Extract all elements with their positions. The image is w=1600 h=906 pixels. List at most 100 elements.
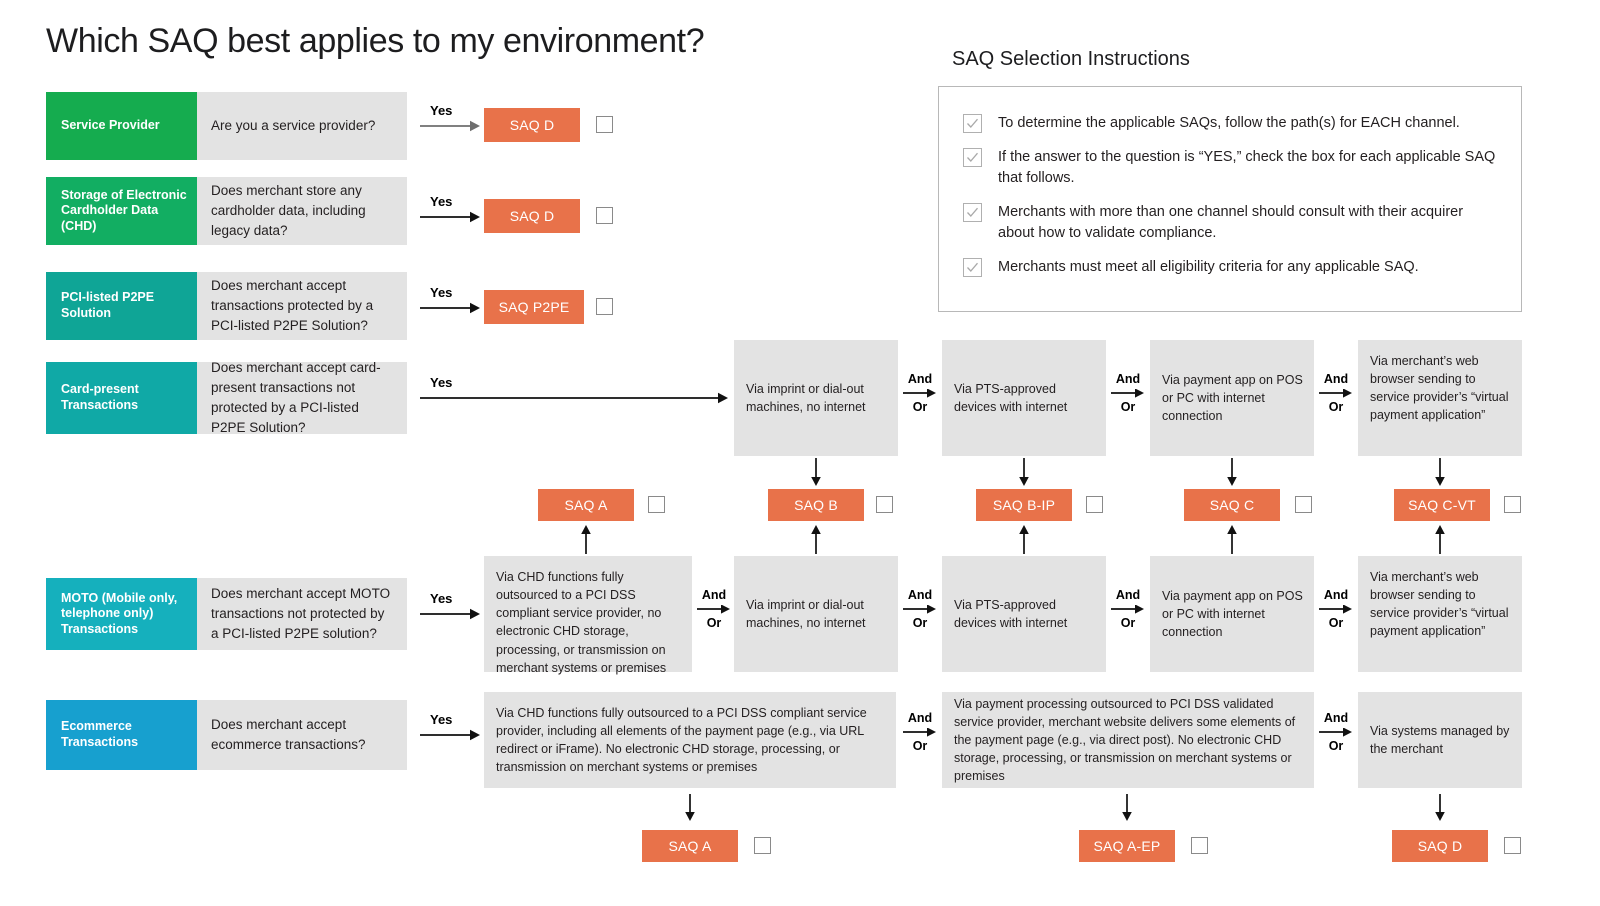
checkmark-icon (963, 203, 982, 223)
arrow-right-icon (1319, 604, 1352, 614)
path-text: Via payment app on POS or PC with intern… (1162, 588, 1303, 640)
channel-tag-label: Card-present Transactions (61, 382, 139, 412)
or-label: Or (1120, 399, 1136, 414)
question-moto: Does merchant accept MOTO transactions n… (197, 578, 407, 650)
saq-checkbox-d-chd-storage[interactable] (596, 207, 613, 224)
saq-checkbox-b[interactable] (876, 496, 893, 513)
saq-badge-label: SAQ D (509, 208, 555, 224)
saq-badge-label: SAQ A (668, 838, 712, 854)
saq-checkbox-d-service-provider[interactable] (596, 116, 613, 133)
moto-path-1: Via CHD functions fully outsourced to a … (484, 556, 692, 675)
saq-badge-d-chd-storage[interactable]: SAQ D (484, 199, 580, 233)
saq-checkbox-c-vt[interactable] (1504, 496, 1521, 513)
instructions-heading: SAQ Selection Instructions (952, 48, 1190, 70)
and-or-connector: And Or (1111, 589, 1145, 629)
moto-path-5: Via merchant’s web browser sending to se… (1358, 556, 1522, 672)
saq-checkbox-c[interactable] (1295, 496, 1312, 513)
question-card-present: Does merchant accept card-present transa… (197, 360, 407, 435)
saq-badge-a-ep[interactable]: SAQ A-EP (1079, 830, 1175, 862)
path-text: Via CHD functions fully outsourced to a … (496, 705, 867, 775)
question-text: Does merchant accept card-present transa… (211, 359, 381, 436)
saq-badge-c-vt[interactable]: SAQ C-VT (1394, 489, 1490, 521)
or-label: Or (1328, 399, 1344, 414)
channel-tag-label: Ecommerce Transactions (61, 719, 139, 749)
arrow-right-icon (1111, 388, 1144, 398)
instructions-panel: To determine the applicable SAQs, follow… (938, 86, 1522, 312)
arrow-right-icon (903, 604, 936, 614)
arrow-up-moto-1 (581, 525, 591, 554)
saq-badge-label: SAQ P2PE (498, 299, 570, 315)
and-label: And (907, 372, 933, 386)
question-text: Does merchant accept MOTO transactions n… (211, 585, 391, 642)
channel-tag-moto: MOTO (Mobile only, telephone only) Trans… (46, 578, 197, 650)
and-label: And (1115, 588, 1141, 602)
instruction-item: If the answer to the question is “YES,” … (963, 147, 1503, 189)
saq-badge-d-bottom[interactable]: SAQ D (1392, 830, 1488, 862)
arrow-yes-row5 (420, 608, 480, 620)
channel-tag-label: MOTO (Mobile only, telephone only) Trans… (61, 590, 178, 636)
arrow-right-icon (1111, 604, 1144, 614)
arrow-right-icon (903, 727, 936, 737)
arrow-down-cp-1 (811, 458, 821, 486)
or-label: Or (706, 615, 722, 630)
path-text: Via merchant’s web browser sending to se… (1370, 354, 1509, 423)
checkmark-icon (963, 148, 982, 168)
saq-badge-c[interactable]: SAQ C (1184, 489, 1280, 521)
saq-badge-a-bottom[interactable]: SAQ A (642, 830, 738, 862)
yes-label: Yes (430, 375, 453, 390)
saq-checkbox-a-ep[interactable] (1191, 837, 1208, 854)
and-or-connector: And Or (903, 589, 937, 629)
yes-label: Yes (430, 194, 453, 209)
saq-badge-label: SAQ B (794, 497, 838, 513)
instruction-item: Merchants with more than one channel sho… (963, 202, 1503, 244)
and-label: And (907, 711, 933, 725)
saq-checkbox-d-bottom[interactable] (1504, 837, 1521, 854)
saq-checkbox-p2pe[interactable] (596, 298, 613, 315)
saq-badge-label: SAQ B-IP (992, 497, 1056, 513)
saq-badge-b[interactable]: SAQ B (768, 489, 864, 521)
saq-badge-label: SAQ D (509, 117, 555, 133)
saq-badge-label: SAQ D (1417, 838, 1463, 854)
path-text: Via imprint or dial-out machines, no int… (746, 381, 866, 414)
path-text: Via systems managed by the merchant (1370, 723, 1510, 756)
saq-badge-b-ip[interactable]: SAQ B-IP (976, 489, 1072, 521)
saq-checkbox-b-ip[interactable] (1086, 496, 1103, 513)
ecommerce-path-2: Via payment processing outsourced to PCI… (942, 692, 1314, 788)
channel-tag-card-present: Card-present Transactions (46, 362, 197, 434)
card-present-path-3: Via payment app on POS or PC with intern… (1150, 340, 1314, 456)
channel-tag-p2pe: PCI-listed P2PE Solution (46, 272, 197, 340)
arrow-down-cp-4 (1435, 458, 1445, 486)
question-text: Does merchant accept ecommerce transacti… (211, 716, 366, 752)
and-or-connector: And Or (697, 589, 731, 629)
saq-checkbox-a-middle[interactable] (648, 496, 665, 513)
card-present-path-1: Via imprint or dial-out machines, no int… (734, 340, 898, 456)
question-chd-storage: Does merchant store any cardholder data,… (197, 177, 407, 245)
and-label: And (701, 588, 727, 602)
arrow-up-moto-4 (1227, 525, 1237, 554)
arrow-right-icon (903, 388, 936, 398)
moto-path-4: Via payment app on POS or PC with intern… (1150, 556, 1314, 672)
and-label: And (1323, 588, 1349, 602)
moto-path-3: Via PTS-approved devices with internet (942, 556, 1106, 672)
saq-checkbox-a-bottom[interactable] (754, 837, 771, 854)
arrow-yes-row6 (420, 729, 480, 741)
path-text: Via CHD functions fully outsourced to a … (496, 570, 667, 675)
channel-tag-chd-storage: Storage of Electronic Cardholder Data (C… (46, 177, 197, 245)
instruction-text: Merchants with more than one channel sho… (998, 204, 1464, 242)
question-text: Are you a service provider? (211, 117, 376, 133)
saq-badge-label: SAQ C (1209, 497, 1255, 513)
or-label: Or (912, 738, 928, 753)
path-text: Via PTS-approved devices with internet (954, 597, 1068, 630)
moto-path-2: Via imprint or dial-out machines, no int… (734, 556, 898, 672)
saq-badge-d-service-provider[interactable]: SAQ D (484, 108, 580, 142)
question-p2pe: Does merchant accept transactions protec… (197, 272, 407, 340)
saq-badge-p2pe[interactable]: SAQ P2PE (484, 290, 584, 324)
arrow-right-icon (1319, 727, 1352, 737)
card-present-path-4: Via merchant’s web browser sending to se… (1358, 340, 1522, 456)
yes-label: Yes (430, 103, 453, 118)
instruction-item: To determine the applicable SAQs, follow… (963, 113, 1503, 134)
instruction-text: Merchants must meet all eligibility crit… (998, 259, 1419, 276)
saq-badge-a-middle[interactable]: SAQ A (538, 489, 634, 521)
saq-badge-label: SAQ A (564, 497, 608, 513)
channel-tag-label: PCI-listed P2PE Solution (61, 290, 155, 320)
